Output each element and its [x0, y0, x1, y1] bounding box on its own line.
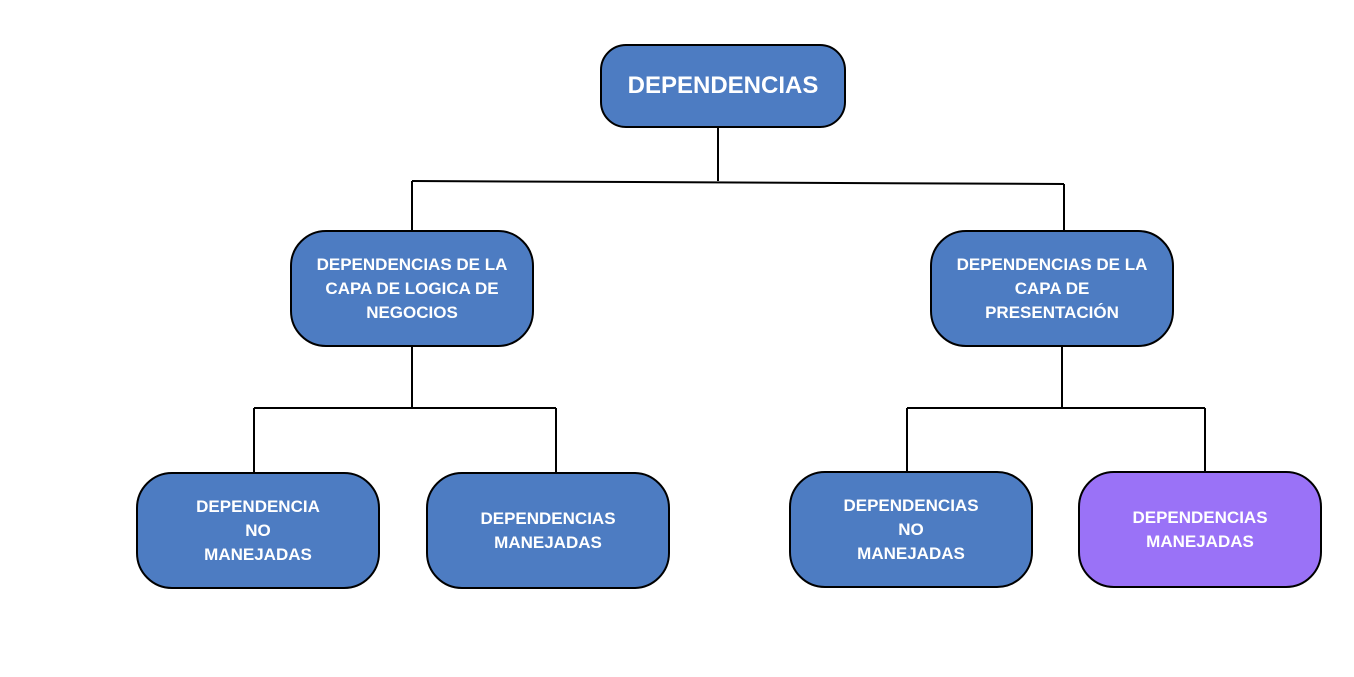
- business-layer-line-1: DEPENDENCIAS DE LA: [316, 254, 508, 274]
- presentation-managed-line-2: MANEJADAS: [1146, 531, 1254, 551]
- presentation-layer-line-1: DEPENDENCIAS DE LA: [956, 254, 1148, 274]
- presentation-unmanaged-node: DEPENDENCIAS NO MANEJADAS: [789, 471, 1033, 588]
- business-managed-line-1: DEPENDENCIAS: [480, 508, 616, 528]
- presentation-layer-line-2: CAPA DE: [1014, 278, 1090, 298]
- root-node: DEPENDENCIAS: [600, 44, 846, 128]
- business-layer-line-2: CAPA DE LOGICA DE: [325, 278, 499, 298]
- business-layer-node: DEPENDENCIAS DE LA CAPA DE LOGICA DE NEG…: [290, 230, 534, 347]
- business-unmanaged-line-1: DEPENDENCIA: [196, 496, 320, 516]
- presentation-unmanaged-line-1: DEPENDENCIAS: [843, 495, 979, 515]
- connector-level1-bar: [411, 180, 1065, 185]
- business-unmanaged-line-3: MANEJADAS: [204, 544, 312, 564]
- business-managed-node: DEPENDENCIAS MANEJADAS: [426, 472, 670, 589]
- business-layer-line-3: NEGOCIOS: [366, 302, 458, 322]
- presentation-layer-line-3: PRESENTACIÓN: [985, 302, 1119, 322]
- presentation-unmanaged-line-3: MANEJADAS: [857, 543, 965, 563]
- presentation-unmanaged-line-2: NO: [898, 519, 924, 539]
- presentation-managed-node: DEPENDENCIAS MANEJADAS: [1078, 471, 1322, 588]
- presentation-managed-line-1: DEPENDENCIAS: [1132, 507, 1268, 527]
- business-managed-line-2: MANEJADAS: [494, 532, 602, 552]
- business-unmanaged-line-2: NO: [245, 520, 271, 540]
- presentation-layer-node: DEPENDENCIAS DE LA CAPA DE PRESENTACIÓN: [930, 230, 1174, 347]
- root-node-label: DEPENDENCIAS: [627, 72, 819, 99]
- business-unmanaged-node: DEPENDENCIA NO MANEJADAS: [136, 472, 380, 589]
